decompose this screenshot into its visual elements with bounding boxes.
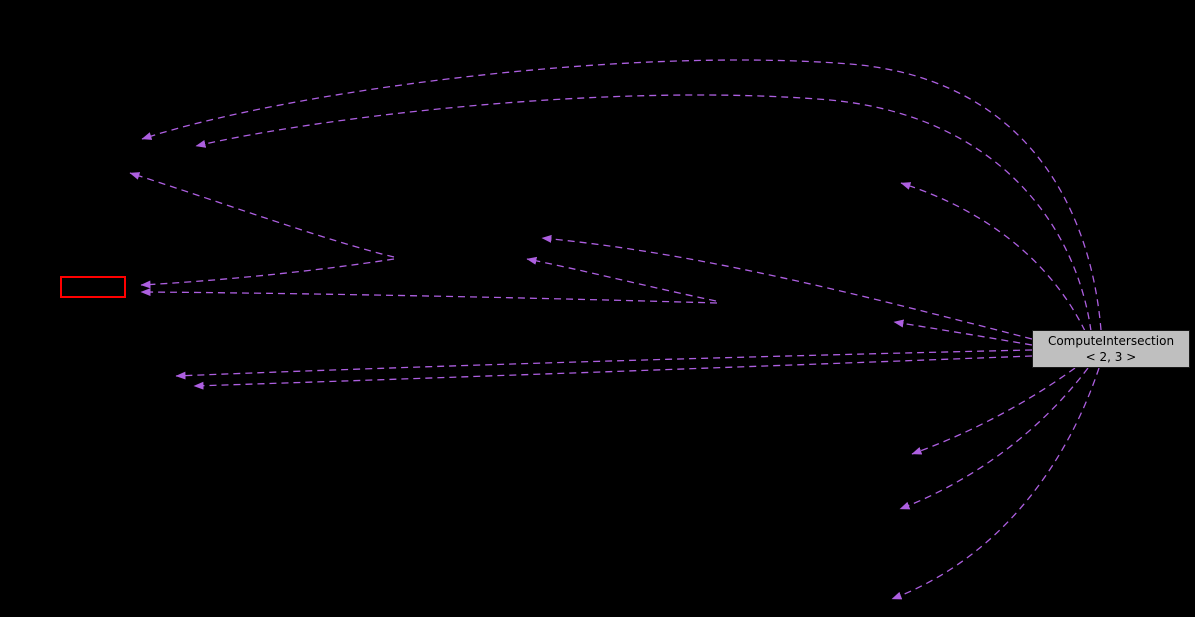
node-label-line2: < 2, 3 > <box>1085 350 1137 364</box>
dependency-edge <box>129 172 395 258</box>
dependency-edge <box>893 319 1033 346</box>
dependency-edge <box>140 288 718 304</box>
dependency-edge <box>195 94 1092 332</box>
dependency-edge <box>140 258 395 289</box>
dependency-edge <box>911 367 1076 455</box>
dependency-edge <box>141 59 1102 331</box>
dependency-edge <box>541 234 1033 340</box>
dependency-edge <box>900 182 1086 332</box>
dependency-edge <box>891 367 1100 600</box>
node-highlighted-dependency[interactable] <box>60 276 126 298</box>
dependency-edge <box>899 367 1089 510</box>
node-label-line1: ComputeIntersection <box>1047 333 1175 348</box>
dependency-edge <box>193 355 1033 390</box>
dependency-edges <box>129 59 1102 600</box>
dependency-edge <box>175 349 1033 380</box>
dependency-edge <box>526 256 717 302</box>
node-compute-intersection[interactable]: ComputeIntersection < 2, 3 > <box>1032 330 1190 368</box>
